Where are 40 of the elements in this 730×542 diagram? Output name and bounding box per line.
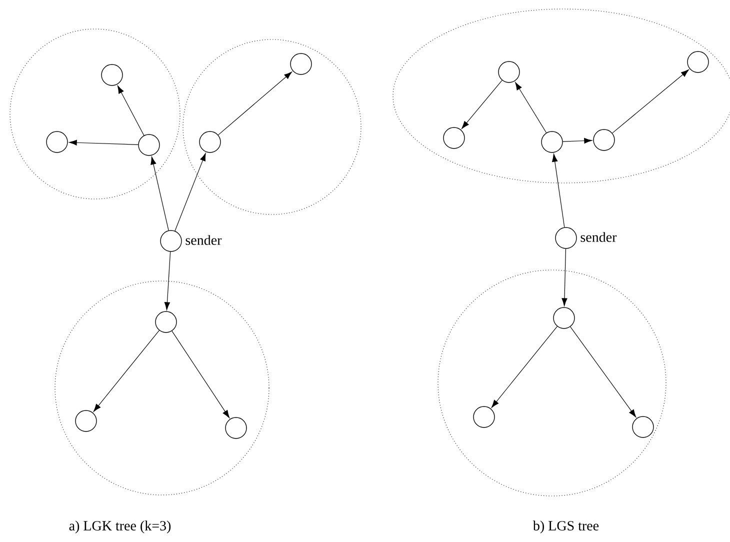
circle-node — [443, 127, 465, 149]
dotted-ellipse — [54, 280, 270, 496]
arrow — [612, 70, 689, 134]
circle-node — [101, 64, 123, 86]
caption: a) LGK tree (k=3) — [69, 520, 171, 534]
arrow — [93, 330, 160, 412]
circle-node — [225, 417, 247, 439]
circle-node — [553, 307, 575, 329]
circle-node — [46, 131, 68, 153]
arrow — [491, 326, 558, 408]
arrow — [552, 154, 565, 228]
circle-node — [75, 410, 97, 432]
circle-node — [541, 131, 563, 153]
arrow — [117, 86, 144, 136]
circle-node — [290, 53, 312, 75]
circle-node — [498, 61, 520, 83]
node-label: sender — [580, 232, 617, 242]
circle-node — [473, 406, 495, 428]
circle-node — [138, 134, 160, 156]
dotted-ellipse — [182, 39, 362, 215]
circle-node — [155, 311, 177, 333]
dotted-ellipse — [438, 270, 666, 496]
arrow — [68, 140, 138, 146]
arrow — [562, 138, 592, 144]
arrow — [172, 330, 230, 418]
circle-node — [199, 131, 221, 153]
arrow — [570, 326, 636, 418]
circle-node — [593, 129, 615, 151]
circle-node — [687, 51, 709, 73]
arrow — [150, 156, 169, 231]
circle-node — [632, 416, 654, 438]
node-label: sender — [186, 235, 222, 245]
arrow — [562, 248, 568, 306]
arrow — [218, 72, 292, 136]
caption: b) LGS tree — [532, 520, 599, 534]
arrow — [174, 153, 206, 232]
arrow — [462, 80, 502, 129]
arrow — [164, 252, 171, 310]
dotted-ellipse — [10, 28, 180, 200]
arrow — [515, 82, 547, 134]
